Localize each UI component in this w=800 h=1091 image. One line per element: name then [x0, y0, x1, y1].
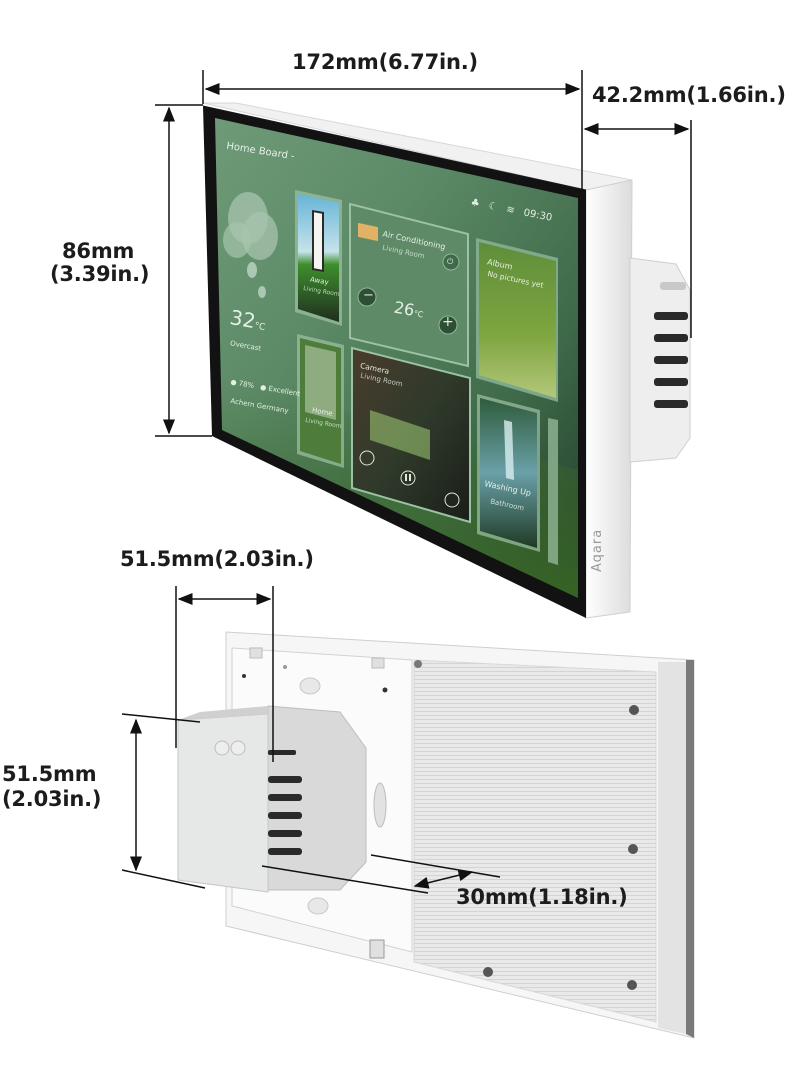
- module-width-dimension-label: 51.5mm(2.03in.): [120, 547, 314, 571]
- card-air-conditioning[interactable]: Air Conditioning Living Room ⏻ − 26°C +: [350, 204, 468, 364]
- module-depth-dimension-label: 30mm(1.18in.): [456, 885, 628, 909]
- power-button[interactable]: ⏻: [447, 257, 454, 266]
- depth-dimension-label: 42.2mm(1.66in.): [592, 83, 786, 107]
- height-dimension-label-in: (3.39in.): [50, 262, 150, 286]
- height-dimension-label-mm: 86mm: [62, 239, 135, 263]
- increase-temp-button[interactable]: +: [442, 314, 454, 330]
- decrease-temp-button[interactable]: −: [363, 288, 374, 303]
- front-view: Home Board - ♣ ☾ ≋ 09:30 32°C Overcast ●…: [202, 102, 691, 619]
- front-device-drawing: [202, 102, 691, 619]
- module-height-dimension-label-mm: 51.5mm: [2, 762, 97, 786]
- width-dimension-label: 172mm(6.77in.): [292, 50, 478, 74]
- module-height-dimension-label-in: (2.03in.): [2, 787, 102, 811]
